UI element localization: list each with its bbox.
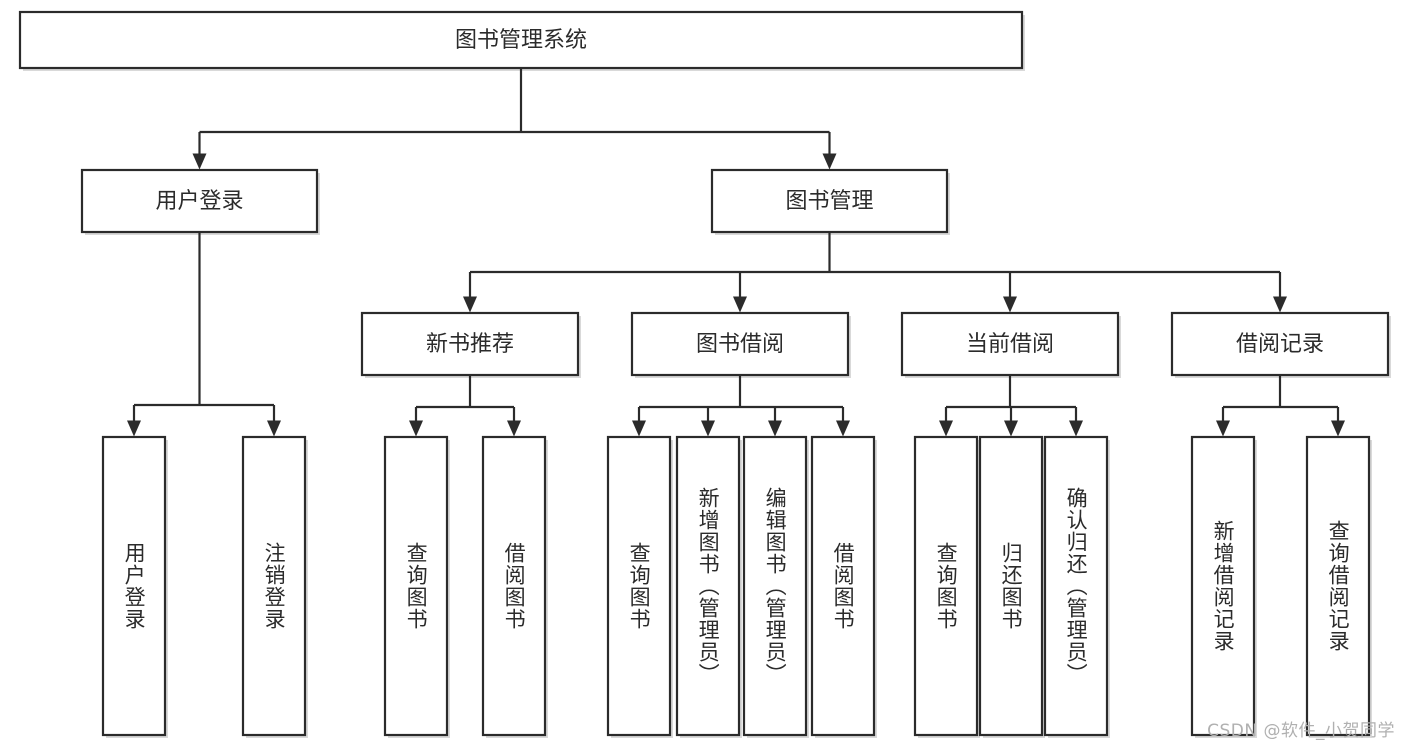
node-leaf-add-book[interactable]: [675, 435, 741, 737]
arrow-head-icon: [463, 296, 477, 313]
box-layer: [18, 10, 1390, 737]
arrow-head-icon: [1003, 296, 1017, 313]
node-user-login[interactable]: [80, 168, 319, 234]
arrow-head-icon: [768, 420, 782, 437]
node-leaf-logout[interactable]: [241, 435, 307, 737]
csdn-watermark: CSDN @软件_小贺同学: [1207, 721, 1395, 741]
node-leaf-query-book-2[interactable]: [606, 435, 672, 737]
node-leaf-borrow-book-2[interactable]: [810, 435, 876, 737]
arrow-head-icon: [127, 420, 141, 437]
node-leaf-add-record[interactable]: [1190, 435, 1256, 737]
connector-layer: [127, 68, 1345, 437]
arrow-head-icon: [409, 420, 423, 437]
node-leaf-query-book-1[interactable]: [383, 435, 449, 737]
node-leaf-query-record[interactable]: [1305, 435, 1371, 737]
arrow-head-icon: [701, 420, 715, 437]
node-label-book-manage: 图书管理: [785, 189, 873, 214]
arrow-head-icon: [1273, 296, 1287, 313]
node-label-borrow-record: 借阅记录: [1236, 332, 1324, 357]
arrow-head-icon: [1216, 420, 1230, 437]
node-book-borrow[interactable]: [630, 311, 850, 377]
node-leaf-edit-book[interactable]: [742, 435, 808, 737]
arrow-head-icon: [822, 153, 837, 170]
arrow-head-icon: [267, 420, 281, 437]
node-label-user-login: 用户登录: [155, 189, 243, 214]
arrow-head-icon: [632, 420, 646, 437]
node-leaf-confirm-return[interactable]: [1043, 435, 1109, 737]
arrow-head-icon: [939, 420, 953, 437]
arrow-head-icon: [192, 153, 207, 170]
node-leaf-return-book[interactable]: [978, 435, 1044, 737]
node-current-borrow[interactable]: [900, 311, 1120, 377]
arrow-head-icon: [1069, 420, 1083, 437]
arrow-head-icon: [836, 420, 850, 437]
node-new-book-rec[interactable]: [360, 311, 580, 377]
node-leaf-borrow-book-1[interactable]: [481, 435, 547, 737]
node-leaf-user-login[interactable]: [101, 435, 167, 737]
node-book-manage[interactable]: [710, 168, 949, 234]
node-borrow-record[interactable]: [1170, 311, 1390, 377]
node-leaf-query-book-3[interactable]: [913, 435, 979, 737]
node-label-new-book-rec: 新书推荐: [426, 332, 514, 357]
node-label-book-borrow: 图书借阅: [696, 332, 784, 357]
node-root[interactable]: [18, 10, 1024, 70]
node-label-current-borrow: 当前借阅: [966, 332, 1054, 357]
arrow-head-icon: [733, 296, 747, 313]
node-label-root: 图书管理系统: [455, 28, 587, 53]
arrow-head-icon: [507, 420, 521, 437]
arrow-head-icon: [1331, 420, 1345, 437]
arrow-head-icon: [1004, 420, 1018, 437]
